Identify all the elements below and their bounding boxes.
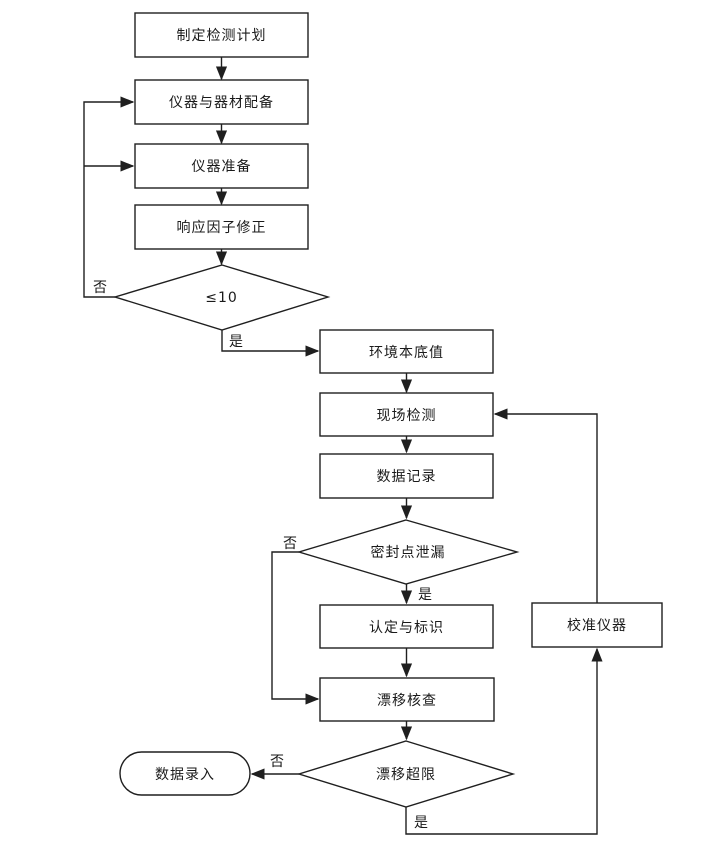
node-env-bg-shape <box>319 329 494 374</box>
node-data-entry-shape <box>119 751 251 796</box>
node-drift-over-shape <box>296 740 516 808</box>
node-onsite-shape <box>319 392 494 437</box>
node-prep-shape <box>134 143 309 189</box>
node-record-shape <box>319 453 494 499</box>
edge-le10-yes-to-env-bg <box>221 330 320 357</box>
edge-calibrate-to-onsite <box>493 408 598 603</box>
edge-le10-no-to-equip <box>83 96 135 298</box>
node-plan-shape <box>134 12 309 58</box>
node-identify-shape <box>319 604 494 649</box>
node-leak-shape <box>296 519 520 585</box>
edge-leak-no-to-drift-check <box>271 551 320 705</box>
node-equip-shape <box>134 79 309 125</box>
node-drift-check-shape <box>319 677 495 722</box>
node-response-shape <box>134 204 309 250</box>
edge-drift-yes-to-calibrate <box>405 647 603 835</box>
node-calibrate-shape <box>531 602 663 648</box>
node-le10-shape <box>112 264 331 331</box>
